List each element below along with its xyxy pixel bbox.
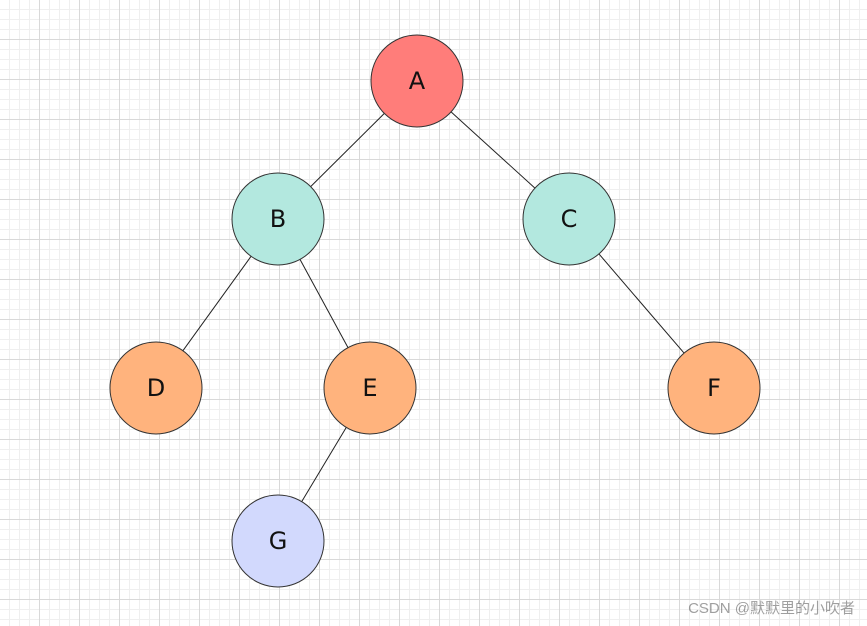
node-label-d: D bbox=[147, 374, 165, 402]
node-circle-c bbox=[522, 172, 616, 266]
node-circle-d bbox=[109, 341, 203, 435]
edge-b-e bbox=[299, 259, 349, 348]
node-c: C bbox=[522, 172, 616, 266]
node-label-c: C bbox=[561, 205, 578, 233]
node-label-f: F bbox=[707, 374, 721, 402]
edge-a-c bbox=[450, 111, 536, 189]
node-f: F bbox=[667, 341, 761, 435]
node-label-b: B bbox=[270, 205, 286, 233]
node-label-g: G bbox=[269, 527, 288, 555]
node-label-a: A bbox=[409, 67, 426, 95]
edge-c-f bbox=[598, 253, 685, 354]
node-b: B bbox=[231, 172, 325, 266]
edge-e-g bbox=[301, 427, 347, 502]
node-circle-g bbox=[231, 494, 325, 588]
node-d: D bbox=[109, 341, 203, 435]
tree-nodes: A B C D E F G bbox=[109, 34, 761, 588]
csdn-watermark: CSDN @默默里的小吹者 bbox=[688, 600, 855, 617]
node-circle-a bbox=[370, 34, 464, 128]
node-circle-b bbox=[231, 172, 325, 266]
node-g: G bbox=[231, 494, 325, 588]
node-circle-e bbox=[323, 341, 417, 435]
edge-b-d bbox=[182, 256, 252, 351]
edge-a-b bbox=[310, 113, 385, 187]
tree-edges bbox=[182, 111, 685, 502]
node-circle-f bbox=[667, 341, 761, 435]
node-label-e: E bbox=[362, 374, 377, 402]
node-e: E bbox=[323, 341, 417, 435]
node-a: A bbox=[370, 34, 464, 128]
